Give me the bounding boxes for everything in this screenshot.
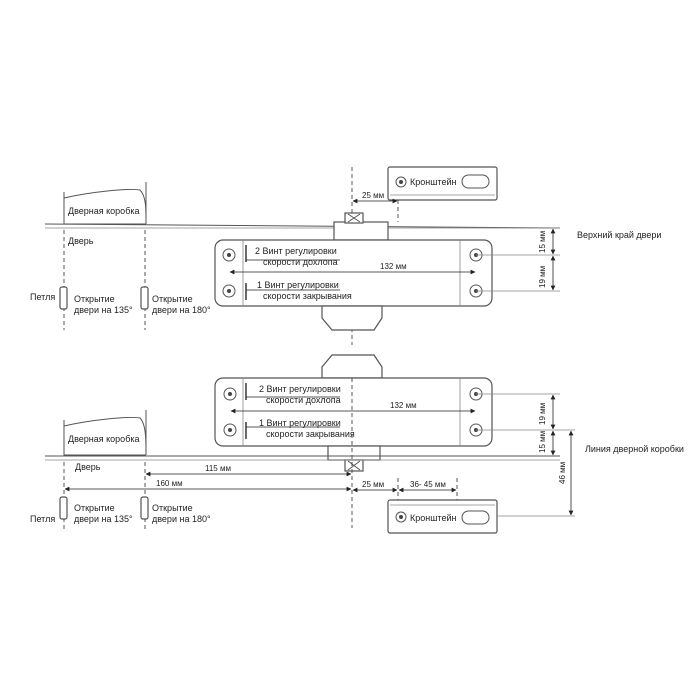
dim-19-bottom-text: 19 мм [538, 403, 547, 425]
open135-label-a: Открытие [74, 294, 115, 304]
hinge-bottom-icon [59, 496, 68, 520]
screw1-label-a-bottom: 1 Винт регулировки [259, 418, 341, 428]
door-frame-label-bottom: Дверная коробка [68, 434, 140, 444]
door-top-edge-line [44, 223, 561, 229]
open180-label-a: Открытие [152, 294, 193, 304]
frame-line-label: Линия дверной коробки [585, 444, 684, 454]
dim-160-text: 160 мм [156, 479, 183, 488]
dim-36-45-text: 36- 45 мм [410, 480, 446, 489]
closer-shaft-bottom [321, 354, 383, 379]
hinge-icon [59, 286, 68, 310]
hinge-180-bottom-icon [140, 496, 149, 520]
bracket-top [387, 166, 498, 201]
dim-25-top-text: 25 мм [362, 191, 384, 200]
screw1-label-b-bottom: скорости закрывания [266, 429, 355, 439]
dim-25-bottom-text: 25 мм [362, 480, 384, 489]
open180-label-b-bottom: двери на 180° [152, 514, 211, 524]
closer-shaft-top [321, 305, 383, 331]
hinge-180-icon [140, 286, 149, 310]
bracket-label-bottom: Кронштейн [410, 513, 456, 523]
screw2-label-b-bottom: скорости дохлопа [266, 395, 341, 405]
dim-15-bottom-text: 15 мм [538, 431, 547, 453]
dim-132-bottom-text: 132 мм [390, 401, 417, 410]
door-label-bottom: Дверь [75, 462, 101, 472]
hinge-label-bottom: Петля [30, 514, 55, 524]
screw2-label-b-top: скорости дохлопа [263, 257, 338, 267]
top-diagram: Дверная коробка Верхний край двери Дверь… [30, 166, 661, 345]
closer-body-bottom [214, 377, 493, 472]
bracket-bottom [387, 499, 498, 534]
screw1-label-b-top: скорости закрывания [263, 291, 352, 301]
top-edge-label: Верхний край двери [577, 230, 661, 240]
dim-15-top-text: 15 мм [538, 231, 547, 253]
open135-label-a-bottom: Открытие [74, 503, 115, 513]
screw2-label-a-top: 2 Винт регулировки [255, 246, 337, 256]
door-frame-sketch-bottom [63, 410, 147, 456]
dim-132-top-text: 132 мм [380, 262, 407, 271]
hinge-label: Петля [30, 292, 55, 302]
bracket-label-top: Кронштейн [410, 177, 456, 187]
screw1-label-a-top: 1 Винт регулировки [257, 280, 339, 290]
open180-label-b: двери на 180° [152, 305, 211, 315]
open180-label-a-bottom: Открытие [152, 503, 193, 513]
dim-115-text: 115 мм [205, 464, 231, 473]
dim-19-top-text: 19 мм [538, 266, 547, 288]
door-frame-label: Дверная коробка [68, 206, 140, 216]
open135-label-b: двери на 135° [74, 305, 133, 315]
screw2-label-a-bottom: 2 Винт регулировки [259, 384, 341, 394]
pinion-top [333, 212, 389, 241]
door-label: Дверь [68, 236, 94, 246]
dim-46-text: 46 мм [558, 462, 567, 484]
door-frame-sketch-top [63, 182, 147, 225]
bottom-diagram: 2 Винт регулировки скорости дохлопа 1 Ви… [30, 354, 684, 534]
open135-label-b-bottom: двери на 135° [74, 514, 133, 524]
